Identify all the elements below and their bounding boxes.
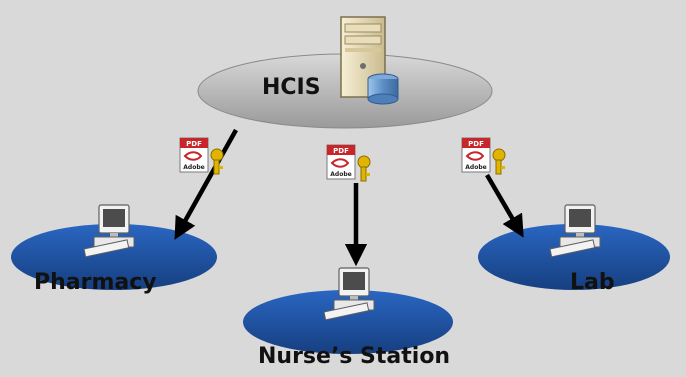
secured-pdf-key-icon: PDF Adobe bbox=[179, 137, 224, 175]
svg-text:PDF: PDF bbox=[333, 147, 349, 155]
nurse-station-ellipse bbox=[243, 290, 453, 354]
secured-pdf-key-icon: PDF Adobe bbox=[461, 137, 506, 175]
server-database-icon bbox=[340, 16, 399, 105]
arrow-to-pharmacy bbox=[174, 128, 238, 240]
workstation-icon bbox=[83, 204, 135, 258]
hcis-label: HCIS bbox=[262, 75, 321, 100]
svg-text:Adobe: Adobe bbox=[183, 164, 204, 171]
svg-text:PDF: PDF bbox=[468, 140, 484, 148]
workstation-icon bbox=[323, 267, 375, 321]
pharmacy-ellipse bbox=[11, 224, 217, 290]
secured-pdf-key-icon: PDF Adobe bbox=[326, 144, 371, 182]
lab-label: Lab bbox=[570, 270, 615, 295]
svg-text:Adobe: Adobe bbox=[330, 171, 351, 178]
lab-ellipse bbox=[478, 224, 670, 290]
svg-text:Adobe: Adobe bbox=[465, 164, 486, 171]
nurse-station-label: Nurse’s Station bbox=[258, 344, 451, 369]
svg-text:PDF: PDF bbox=[186, 140, 202, 148]
workstation-icon bbox=[549, 204, 601, 258]
arrow-to-lab bbox=[485, 173, 524, 238]
pharmacy-label: Pharmacy bbox=[34, 270, 157, 295]
